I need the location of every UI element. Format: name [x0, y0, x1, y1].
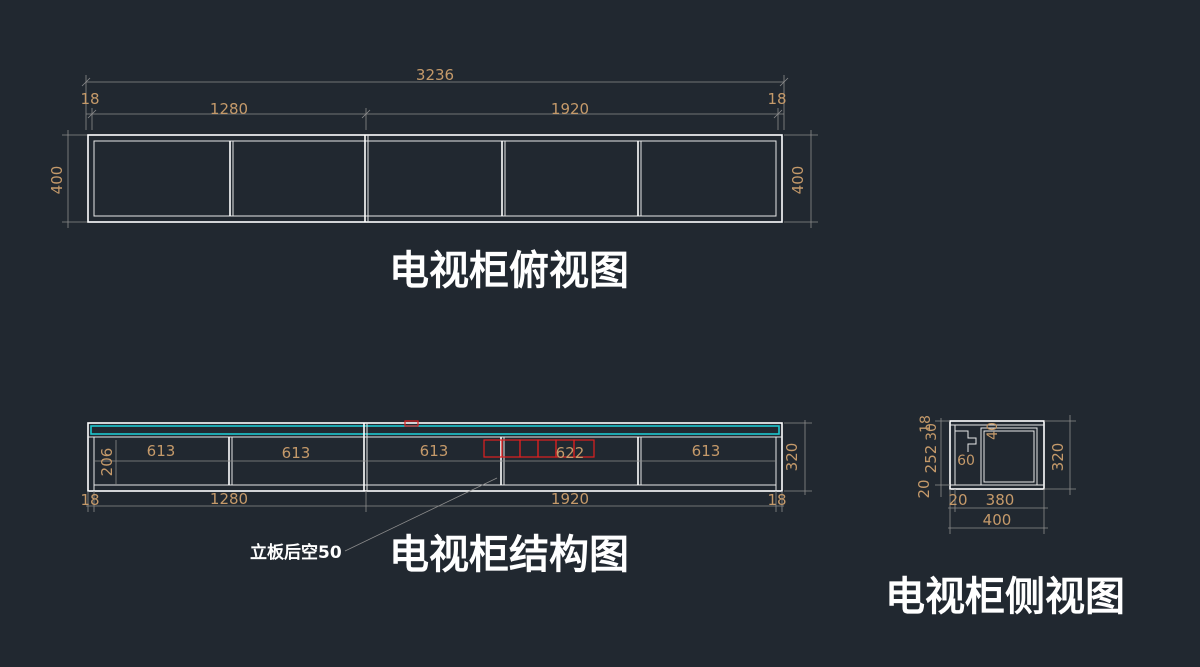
- structure-right-section-dim: 1920: [551, 490, 589, 508]
- structure-view-title: 电视柜结构图: [389, 532, 629, 578]
- side-slot-dim: 60: [957, 453, 975, 469]
- structure-left-section-dim: 1280: [210, 490, 248, 508]
- side-base-dim: 20: [915, 479, 933, 498]
- bay-5-dim: 613: [692, 442, 721, 460]
- side-gap-dim: 30: [924, 423, 940, 441]
- bay-4-dim: 622: [556, 444, 585, 462]
- bay-3-dim: 613: [420, 442, 449, 460]
- bay-2-dim: 613: [282, 444, 311, 462]
- top-depth-left-dim: 400: [48, 166, 66, 195]
- side-height-dim: 320: [1049, 443, 1067, 472]
- side-top-panel-dim: 18: [918, 415, 934, 433]
- side-view: 18 30 40 60 252 20 20 380 400 320 电视柜侧视图: [885, 415, 1125, 620]
- top-view: 3236 18 18 1280 1920 400 400 电视柜俯视图: [48, 66, 818, 294]
- structure-view: 613 613 613 622 613 206 320 18 18 1280 1…: [80, 420, 812, 578]
- top-view-title: 电视柜俯视图: [389, 248, 629, 294]
- side-view-title: 电视柜侧视图: [885, 574, 1125, 620]
- bay-1-dim: 613: [147, 442, 176, 460]
- side-lip-dim: 40: [985, 422, 1001, 440]
- top-right-section-dim: 1920: [551, 100, 589, 118]
- top-overall-dim: 3236: [416, 66, 454, 84]
- structure-height-dim: 320: [783, 443, 801, 472]
- side-inner-dim: 252: [922, 445, 940, 474]
- structure-left-end-dim: 18: [80, 491, 99, 509]
- top-depth-right-dim: 400: [789, 166, 807, 195]
- side-base-width-dim: 20: [948, 491, 967, 509]
- structure-right-end-dim: 18: [767, 491, 786, 509]
- top-left-section-dim: 1280: [210, 100, 248, 118]
- side-inner-width-dim: 380: [986, 491, 1015, 509]
- inner-height-dim: 206: [98, 448, 116, 477]
- top-right-end-dim: 18: [767, 90, 786, 108]
- top-left-end-dim: 18: [80, 90, 99, 108]
- leader-note: 立板后空50: [250, 542, 342, 563]
- side-width-dim: 400: [983, 511, 1012, 529]
